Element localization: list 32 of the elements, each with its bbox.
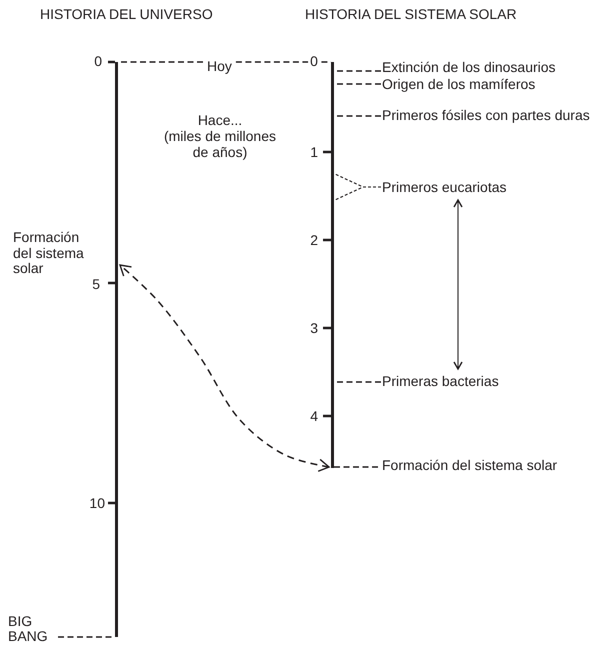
tick-label: 3 (310, 320, 318, 336)
tick-label: 4 (310, 408, 318, 424)
leader-line (334, 115, 381, 117)
double-arrow (453, 199, 463, 370)
leader-line (334, 381, 381, 383)
event-label: Primeros eucariotas (382, 179, 506, 195)
event-label: Primeros fósiles con partes duras (382, 107, 590, 123)
event-label: BIG BANG (8, 614, 54, 644)
timeline-axis (115, 62, 118, 637)
leader-line (334, 70, 381, 72)
leader-line (334, 186, 381, 200)
tick-label: 0 (94, 53, 102, 69)
event-label: Origen de los mamíferos (382, 76, 536, 92)
tick-label: 0 (308, 53, 320, 69)
column-heading: HISTORIA DEL UNIVERSO (40, 6, 213, 22)
tick-label: 2 (310, 232, 318, 248)
curved-arrow (119, 264, 330, 472)
event-label: Primeras bacterias (382, 373, 499, 389)
column-heading: HISTORIA DEL SISTEMA SOLAR (305, 6, 517, 22)
event-label: Hoy (207, 58, 232, 74)
leader-line (334, 466, 378, 468)
leader-line (118, 61, 203, 63)
axis-note: Hace... (198, 112, 242, 128)
tick-label: 5 (92, 276, 100, 292)
tick-label: 1 (310, 144, 318, 160)
timeline-axis (331, 62, 334, 468)
axis-note: (miles de millones de años) (162, 128, 278, 160)
event-label: Extinción de los dinosaurios (382, 59, 556, 75)
leader-line (334, 83, 381, 85)
event-label: Formación del sistema solar (382, 457, 558, 473)
tick-label: 10 (89, 495, 105, 511)
event-label: Formación del sistema solar (13, 230, 85, 276)
